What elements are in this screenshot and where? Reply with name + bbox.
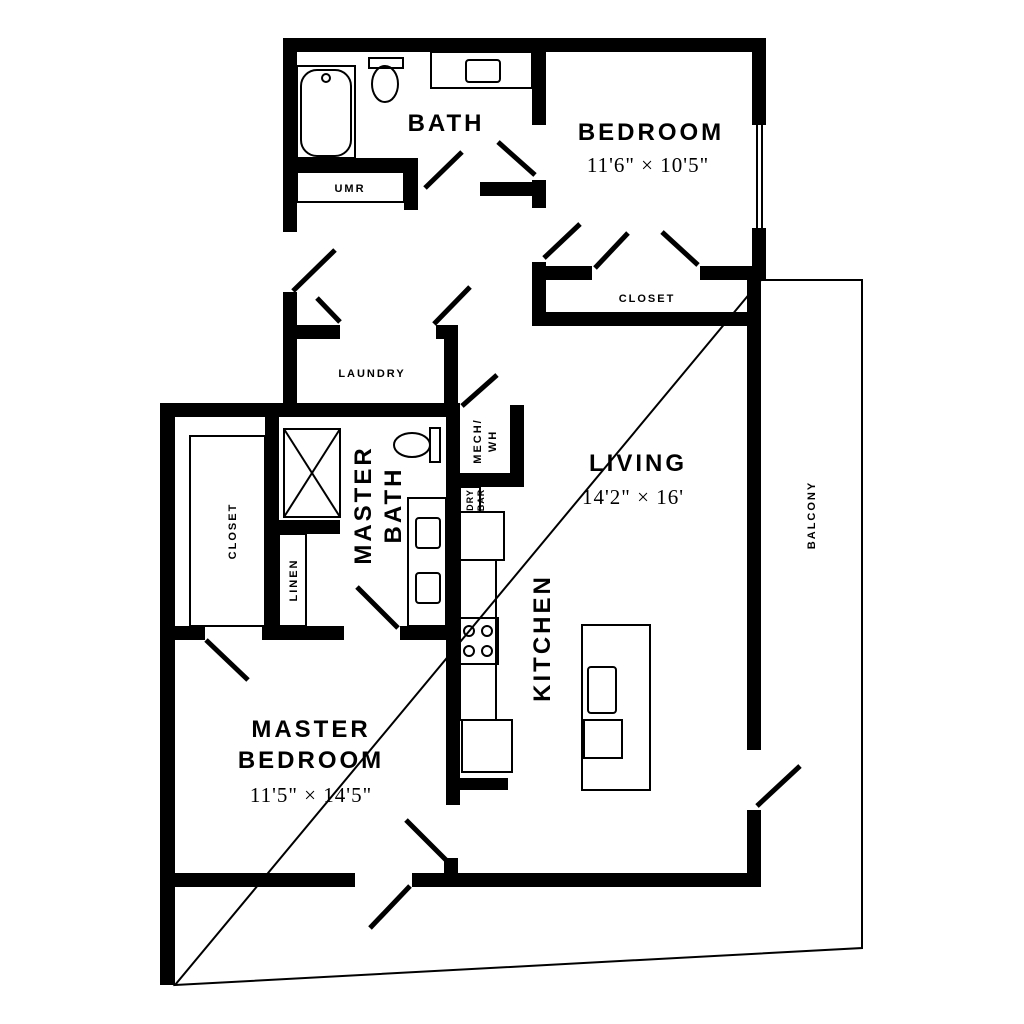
label-balcony: BALCONY (806, 481, 818, 549)
label-closet: CLOSET (619, 293, 676, 305)
thin-lines (189, 51, 763, 773)
label-master-bedroom-1: MASTER (251, 716, 370, 743)
door-swings (204, 140, 802, 930)
stove-icon (459, 617, 499, 665)
balcony-outline (172, 279, 863, 987)
label-bar: BAR (476, 489, 486, 512)
label-living: LIVING (589, 450, 687, 477)
label-bath: BATH (408, 110, 485, 137)
master-sinks-icon (415, 517, 441, 604)
label-linen: LINEN (288, 559, 300, 602)
label-bedroom: BEDROOM (578, 119, 724, 146)
walls (160, 38, 766, 985)
label-master-bath-1: MASTER (350, 445, 377, 564)
master-bedroom-dimensions: 11'5" × 14'5" (250, 783, 372, 807)
label-laundry: LAUNDRY (338, 368, 405, 380)
label-umr: UMR (334, 183, 365, 195)
label-dry: DRY (465, 489, 475, 511)
bathtub-icon (300, 69, 352, 157)
label-mech: MECH/ (472, 418, 484, 463)
label-kitchen: KITCHEN (529, 574, 556, 702)
label-master-closet: CLOSET (227, 503, 239, 560)
shower-icon (283, 428, 341, 518)
label-master-bath-2: BATH (380, 467, 407, 544)
sink-icon (465, 59, 501, 83)
label-wh: WH (487, 430, 499, 452)
label-master-bedroom-2: BEDROOM (238, 747, 384, 774)
master-toilet-icon (393, 427, 441, 463)
bedroom-dimensions: 11'6" × 10'5" (587, 153, 709, 177)
living-dimensions: 14'2" × 16' (582, 485, 684, 509)
kitchen-island (581, 624, 651, 791)
toilet-icon (368, 57, 404, 103)
